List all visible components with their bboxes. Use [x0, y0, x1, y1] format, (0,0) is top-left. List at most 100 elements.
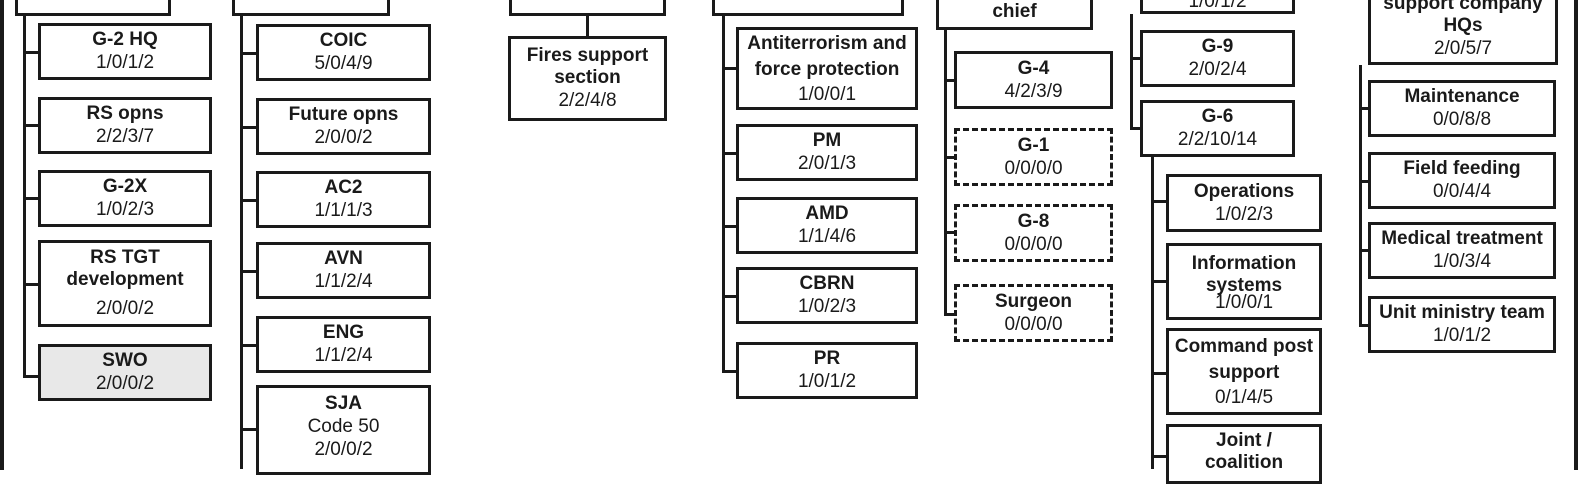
connector: [1130, 127, 1142, 130]
connector: [1359, 65, 1362, 327]
box-code: 0/0/0/0: [1004, 157, 1063, 179]
connector: [944, 30, 947, 316]
org-box-coic: COIC 5/0/4/9: [256, 24, 431, 81]
box-code: 1/0/1/2: [95, 52, 155, 73]
box-code: 1/0/2/3: [1214, 203, 1274, 225]
connector: [722, 67, 738, 70]
box-code: 1/0/1/2: [1188, 0, 1247, 12]
box-code: 2/0/5/7: [1433, 38, 1493, 59]
box-title: PR: [813, 348, 841, 369]
box-title: G-6: [1201, 106, 1234, 127]
box-code: 5/0/4/9: [314, 53, 373, 74]
connector: [240, 52, 258, 55]
box-code: 0/0/0/0: [1004, 313, 1063, 335]
box-code: 2/0/0/2: [95, 373, 155, 394]
org-box-information-systems: Information systems 1/0/0/1: [1166, 243, 1322, 320]
org-box-g9: G-9 2/0/2/4: [1140, 30, 1295, 87]
org-box-g2-hq: G-2 HQ 1/0/1/2: [38, 23, 212, 80]
box-title: Information systems: [1191, 252, 1297, 296]
connector: [23, 283, 40, 286]
box-code: 2/0/0/2: [95, 298, 155, 319]
org-box-command-post-support: Command post support 0/1/4/5: [1166, 328, 1322, 415]
connector: [722, 152, 738, 155]
protection-parent-box: [712, 0, 904, 16]
box-code: 1/0/3/4: [1432, 251, 1492, 272]
org-box-g4: G-4 4/2/3/9: [954, 51, 1113, 109]
connector: [23, 51, 40, 54]
connector: [722, 370, 738, 373]
org-box-antiterrorism: Antiterrorism and force protection 1/0/0…: [736, 27, 918, 110]
box-code: 0/0/0/0: [1004, 233, 1063, 255]
box-title: Future opns: [288, 104, 399, 125]
box-title: COIC: [319, 30, 368, 51]
connector: [23, 124, 40, 127]
box-title: G-2 HQ: [92, 29, 158, 50]
org-box-pr: PR 1/0/1/2: [736, 342, 918, 399]
sustainment-parent-box: chief: [936, 0, 1093, 30]
box-code: 1/1/1/3: [314, 200, 373, 221]
box-title: Field feeding: [1403, 158, 1521, 179]
connector: [722, 295, 738, 298]
box-title: SJA: [325, 393, 362, 414]
connector: [1359, 180, 1370, 183]
box-title: G-9: [1201, 36, 1234, 57]
connector: [1130, 14, 1133, 130]
box-title: AC2: [324, 177, 363, 198]
org-box-joint-coalition: Joint / coalition: [1166, 424, 1322, 484]
box-code: 2/2/3/7: [95, 126, 155, 147]
org-box-ac2: AC2 1/1/1/3: [256, 171, 431, 228]
connector: [23, 197, 40, 200]
connector: [240, 344, 258, 347]
connector: [23, 375, 40, 378]
box-title: SWO: [102, 350, 148, 371]
box-title: G-1: [1017, 134, 1050, 156]
box-code: 1/0/1/2: [797, 371, 857, 392]
org-box-avn: AVN 1/1/2/4: [256, 242, 431, 299]
diagram-frame: [0, 0, 1578, 470]
connector: [944, 313, 956, 316]
box-title: PM: [812, 130, 842, 151]
connector: [1151, 280, 1168, 283]
connector: [240, 270, 258, 273]
org-box-sja: SJA Code 50 2/0/0/2: [256, 385, 431, 475]
box-code: 2/0/1/3: [797, 153, 857, 174]
box-code: 1/0/0/1: [1214, 291, 1274, 313]
box-code: 1/1/4/6: [797, 226, 857, 247]
box-code: 2/2/10/14: [1177, 129, 1258, 150]
box-title: Fires support section: [526, 45, 649, 88]
connector: [1130, 57, 1142, 60]
box-title: AMD: [805, 203, 849, 224]
box-code: 2/2/4/8: [558, 90, 617, 111]
box-code: 0/1/4/5: [1214, 387, 1274, 408]
org-box-amd: AMD 1/1/4/6: [736, 197, 918, 254]
connector: [944, 156, 956, 159]
connector: [240, 199, 258, 202]
box-title: Antiterrorism and force protection: [747, 33, 907, 80]
org-box-pm: PM 2/0/1/3: [736, 124, 918, 181]
box-title: Medical treatment: [1381, 228, 1543, 249]
org-box-swo: SWO 2/0/0/2: [38, 344, 212, 401]
box-code: 2/0/0/2: [314, 127, 373, 148]
connector: [1151, 455, 1168, 458]
org-box-unit-ministry-team: Unit ministry team 1/0/1/2: [1368, 296, 1556, 353]
connector: [1151, 372, 1168, 375]
box-title: support company HQs: [1383, 0, 1543, 36]
box-title: chief: [992, 1, 1037, 22]
org-box-g1: G-1 0/0/0/0: [954, 128, 1113, 186]
org-box-fires-support-section: Fires support section 2/2/4/8: [508, 36, 667, 121]
box-title: CBRN: [799, 273, 855, 294]
box-code: 2/0/2/4: [1188, 59, 1247, 80]
connector: [722, 14, 725, 373]
box-title: Command post support: [1174, 336, 1314, 383]
box-title: RS TGT development: [66, 247, 184, 290]
box-code: 4/2/3/9: [1004, 80, 1063, 102]
box-title: AVN: [324, 248, 363, 269]
org-box-rs-tgt-development: RS TGT development 2/0/0/2: [38, 240, 212, 327]
org-box-g6: G-6 2/2/10/14: [1140, 100, 1295, 157]
connector: [1359, 249, 1370, 252]
connector: [240, 14, 243, 469]
g3-parent-box: [232, 0, 390, 16]
connector: [944, 231, 956, 234]
connector: [23, 14, 26, 378]
connector: [586, 14, 589, 38]
